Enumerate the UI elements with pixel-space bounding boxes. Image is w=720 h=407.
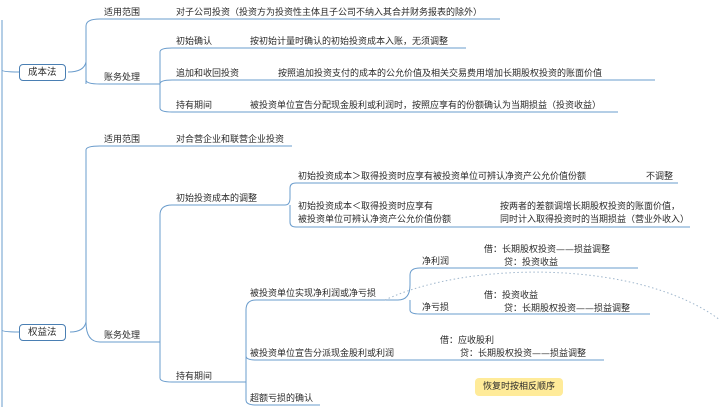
equity-net-loss-label[interactable]: 净亏损	[422, 303, 450, 313]
cost-scope-text[interactable]: 对子公司投资（投资方为投资性主体且子公司不纳入其合并财务报表的除外）	[176, 8, 483, 18]
net-loss-credit[interactable]: 贷：长期股权投资——损益调整	[504, 304, 631, 314]
cost-accounting-label[interactable]: 账务处理	[104, 73, 141, 83]
equity-excess-loss-label[interactable]: 超额亏损的确认	[250, 394, 314, 404]
dividend-debit[interactable]: 借：应收股利	[440, 336, 495, 346]
dividend-credit[interactable]: 贷：长期股权投资——损益调整	[460, 349, 587, 359]
cost-add-text[interactable]: 按照追加投资支付的成本的公允价值及相关交易费用增加长期股权投资的账面价值	[278, 69, 603, 79]
equity-case1-text[interactable]: 初始投资成本＞取得投资时应享有被投资单位可辨认净资产公允价值份额	[298, 172, 587, 182]
cost-initial-label[interactable]: 初始确认	[176, 37, 213, 47]
equity-scope-label[interactable]: 适用范围	[104, 135, 141, 145]
equity-accounting-label[interactable]: 账务处理	[104, 331, 141, 341]
cost-scope-label[interactable]: 适用范围	[104, 8, 141, 18]
equity-case2-line2[interactable]: 被投资单位可辨认净资产公允价值份额	[298, 215, 452, 225]
net-loss-debit[interactable]: 借：投资收益	[484, 291, 539, 301]
root-equity-method[interactable]: 权益法	[19, 324, 66, 341]
equity-case1-result[interactable]: 不调整	[646, 172, 674, 182]
equity-adjust-label[interactable]: 初始投资成本的调整	[176, 194, 258, 204]
equity-case2-line1[interactable]: 初始投资成本＜取得投资时应享有	[298, 202, 434, 212]
equity-dividend-label[interactable]: 被投资单位宣告分派现金股利或利润	[250, 349, 395, 359]
cost-holding-label[interactable]: 持有期间	[176, 101, 213, 111]
cost-initial-text[interactable]: 按初始计量时确认的初始投资成本入账，无须调整	[250, 37, 449, 47]
root-cost-method[interactable]: 成本法	[19, 64, 66, 81]
cost-holding-text[interactable]: 被投资单位宣告分配现金股利或利润时，按照应享有的份额确认为当期损益（投资收益）	[250, 101, 602, 111]
net-profit-credit[interactable]: 贷：投资收益	[504, 258, 559, 268]
equity-net-profit-label[interactable]: 净利润	[422, 257, 450, 267]
equity-holding-label[interactable]: 持有期间	[176, 372, 213, 382]
equity-case2-result-line1[interactable]: 按两者的差额调增长期股权投资的账面价值，	[500, 202, 681, 212]
equity-profit-loss-label[interactable]: 被投资单位实现净利润或净亏损	[250, 289, 377, 299]
equity-scope-text[interactable]: 对合营企业和联营企业投资	[176, 135, 285, 145]
cost-add-label[interactable]: 追加和收回投资	[176, 69, 240, 79]
equity-case2-result-line2[interactable]: 同时计入取得投资时的当期损益（营业外收入）	[500, 215, 690, 225]
reverse-order-note[interactable]: 恢复时按相反顺序	[475, 378, 564, 396]
net-profit-debit[interactable]: 借：长期股权投资——损益调整	[484, 245, 611, 255]
